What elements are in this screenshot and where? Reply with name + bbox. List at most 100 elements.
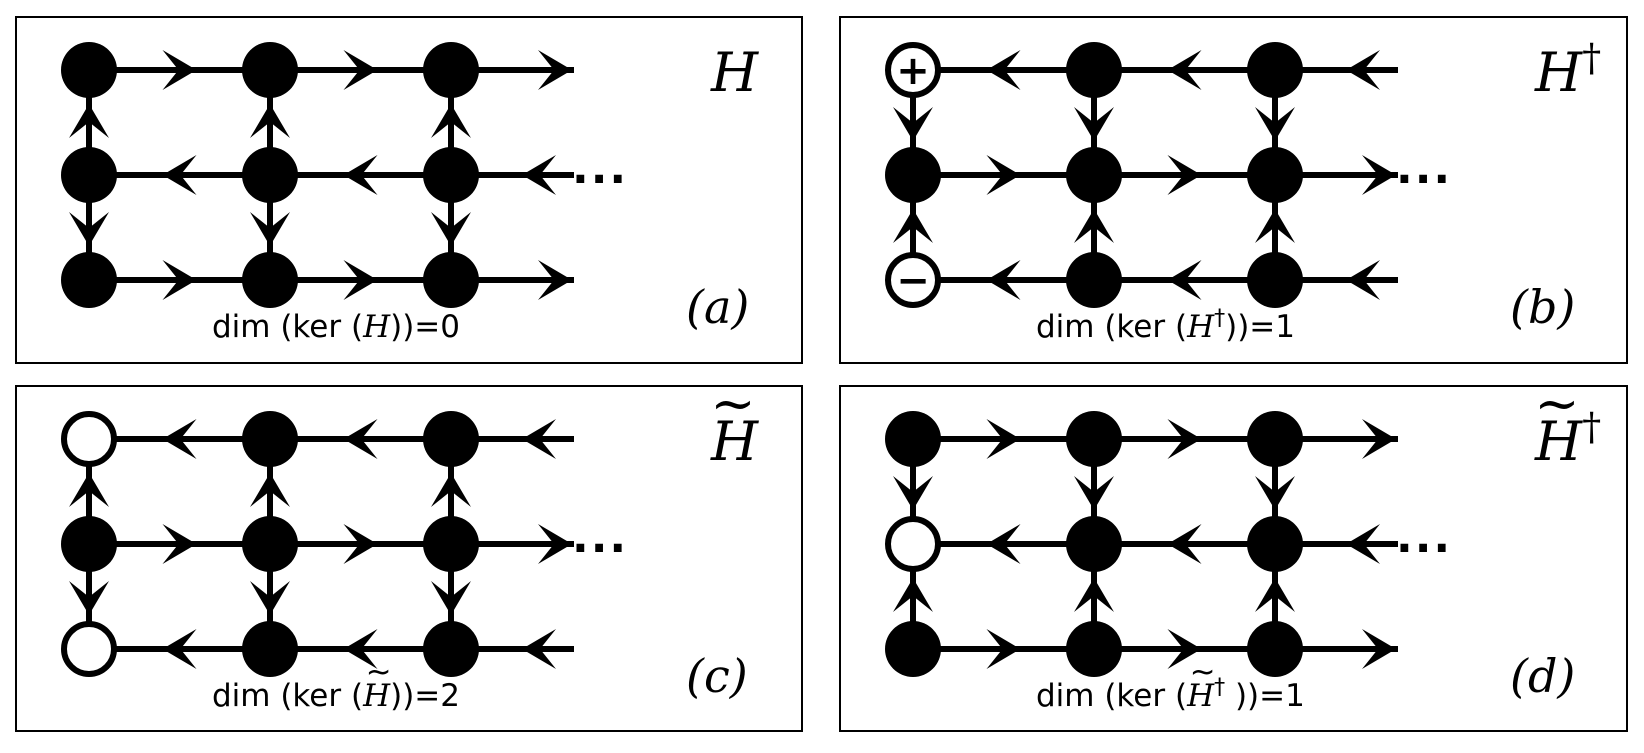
panel-letter-label: (d) — [1510, 649, 1575, 703]
arrowhead-row1-seg2 — [343, 50, 378, 90]
kernel-dimension-caption: dim (ker (H† ))=1 — [1036, 675, 1305, 714]
arrowhead-col2-seg2 — [1074, 578, 1114, 612]
node-filled — [1247, 42, 1303, 98]
node-filled — [423, 147, 479, 203]
panel-letter-label: (c) — [686, 649, 748, 703]
operator-symbol: H — [1534, 410, 1583, 473]
arrowhead-col2-seg1 — [250, 104, 290, 138]
node-filled — [1066, 147, 1122, 203]
node-filled — [61, 516, 117, 572]
caption-suffix: ))=2 — [390, 678, 460, 714]
node-filled — [423, 516, 479, 572]
arrowhead-col1-seg1 — [893, 476, 933, 510]
arrowhead-row1-seg3 — [538, 50, 572, 90]
node-minus — [885, 252, 941, 308]
node-filled — [1247, 411, 1303, 467]
arrowhead-col1-seg1 — [69, 473, 109, 507]
arrowhead-col3-seg1 — [1255, 476, 1295, 510]
node-filled — [423, 621, 479, 677]
node-filled — [423, 252, 479, 308]
plus-sign: + — [896, 48, 930, 94]
arrowhead-row2-seg2 — [343, 155, 378, 195]
arrowhead-col2-seg1 — [250, 473, 290, 507]
minus-sign: − — [896, 258, 930, 304]
node-plus — [885, 42, 941, 98]
arrowhead-row1-seg1 — [162, 419, 197, 459]
arrowhead-row3-seg1 — [162, 260, 197, 300]
arrowhead-row1-seg1 — [162, 50, 197, 90]
arrowhead-col1-seg2 — [69, 581, 109, 615]
node-filled — [242, 252, 298, 308]
node-filled — [1247, 621, 1303, 677]
arrowhead-row2-seg3 — [1346, 524, 1380, 564]
caption-tilde: ~ — [366, 654, 392, 690]
node-filled — [61, 252, 117, 308]
caption-prefix: dim (ker ( — [212, 678, 363, 714]
caption-tilde: ~ — [1190, 654, 1216, 690]
node-filled — [1066, 42, 1122, 98]
caption-operator: H — [362, 309, 391, 345]
dagger-symbol: † — [1582, 405, 1601, 449]
node-filled — [242, 621, 298, 677]
node-filled — [423, 411, 479, 467]
arrowhead-row3-seg2 — [1167, 260, 1202, 300]
arrowhead-row3-seg3 — [538, 260, 572, 300]
arrowhead-row1-seg3 — [1346, 50, 1380, 90]
node-filled — [1066, 516, 1122, 572]
arrowhead-row2-seg2 — [1167, 155, 1202, 195]
arrowhead-col1-seg2 — [893, 578, 933, 612]
node-open — [61, 621, 117, 677]
caption-prefix: dim (ker ( — [1036, 309, 1187, 345]
caption-suffix: ))=1 — [1225, 678, 1305, 714]
ellipsis: ... — [1396, 512, 1452, 563]
arrowhead-row2-seg3 — [1362, 155, 1396, 195]
arrowhead-col1-seg2 — [893, 209, 933, 243]
tilde-accent: ~ — [1534, 372, 1579, 435]
arrowhead-col2-seg2 — [250, 212, 290, 246]
operator-symbol: H — [1534, 41, 1583, 104]
dagger-symbol: † — [1582, 36, 1601, 80]
arrowhead-row1-seg2 — [1167, 419, 1202, 459]
operator-symbol: H — [710, 410, 759, 473]
arrowhead-col3-seg2 — [431, 212, 471, 246]
arrowhead-row2-seg3 — [538, 524, 572, 564]
panel-letter-label: (a) — [686, 280, 749, 334]
node-filled — [1247, 252, 1303, 308]
arrowhead-row2-seg1 — [986, 524, 1021, 564]
panel-d: ...H†~(d)dim (ker (H† ))=1~ — [839, 372, 1628, 732]
node-filled — [61, 42, 117, 98]
panel-b: +−...H†(b)dim (ker (H†))=1 — [839, 16, 1628, 364]
node-filled — [242, 516, 298, 572]
arrowhead-row3-seg1 — [986, 629, 1021, 669]
node-filled — [61, 147, 117, 203]
arrowhead-row3-seg2 — [343, 629, 378, 669]
arrowhead-col2-seg1 — [1074, 476, 1114, 510]
arrowhead-col2-seg2 — [1074, 209, 1114, 243]
caption-operator: H — [1186, 309, 1215, 345]
arrowhead-row3-seg3 — [1362, 629, 1396, 669]
arrowhead-row3-seg3 — [1346, 260, 1380, 300]
kernel-dimension-caption: dim (ker (H))=2 — [212, 678, 460, 714]
arrowhead-row1-seg2 — [343, 419, 378, 459]
arrowhead-row2-seg3 — [522, 155, 556, 195]
ellipsis: ... — [572, 143, 628, 194]
operator-label: H† — [1534, 36, 1601, 104]
arrowhead-row2-seg2 — [343, 524, 378, 564]
node-filled — [242, 411, 298, 467]
caption-suffix: ))=0 — [390, 309, 460, 345]
node-filled — [242, 147, 298, 203]
node-filled — [1066, 621, 1122, 677]
arrowhead-col3-seg1 — [1255, 107, 1295, 141]
arrowhead-col1-seg2 — [69, 212, 109, 246]
arrowhead-col1-seg1 — [69, 104, 109, 138]
arrowhead-row1-seg3 — [1362, 419, 1396, 459]
arrowhead-row1-seg3 — [522, 419, 556, 459]
panel-frame — [15, 16, 803, 364]
arrowhead-row3-seg3 — [522, 629, 556, 669]
node-filled — [885, 147, 941, 203]
panel-frame — [15, 385, 803, 732]
node-filled — [423, 42, 479, 98]
arrowhead-row2-seg1 — [162, 155, 197, 195]
panel-frame — [839, 385, 1628, 732]
arrowhead-col3-seg2 — [1255, 209, 1295, 243]
